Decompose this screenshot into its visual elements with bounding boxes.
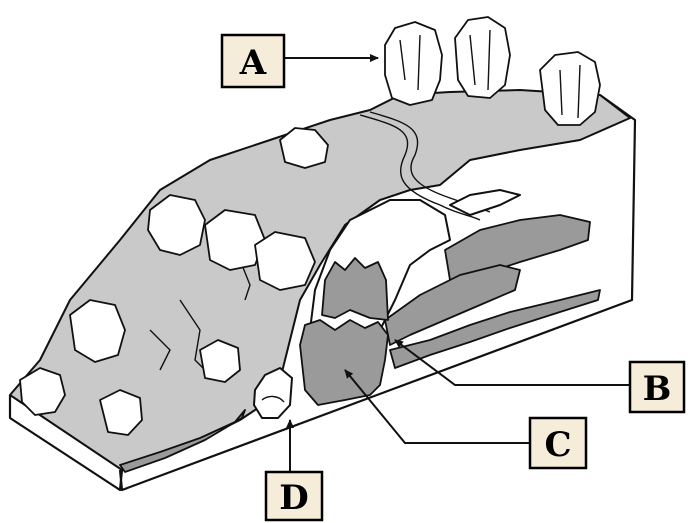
label-c: C [530, 418, 586, 468]
rock-3 [255, 232, 315, 290]
stalactite-cluster [322, 258, 388, 320]
cave-chamber [300, 320, 388, 405]
label-b-text: B [643, 369, 672, 409]
label-b: B [630, 362, 684, 412]
label-c-text: C [544, 425, 571, 465]
rock-5 [70, 300, 125, 362]
label-a: A [222, 35, 284, 87]
label-d-text: D [279, 478, 308, 518]
rock-6 [20, 368, 65, 415]
rock-2 [205, 210, 265, 270]
pinnacle-1 [385, 22, 442, 105]
label-d: D [266, 472, 322, 520]
rock-8 [200, 340, 240, 382]
pinnacle-3 [540, 52, 600, 125]
cave-gap-right [450, 190, 520, 215]
pinnacle-2 [455, 17, 510, 98]
label-a-text: A [239, 43, 267, 83]
